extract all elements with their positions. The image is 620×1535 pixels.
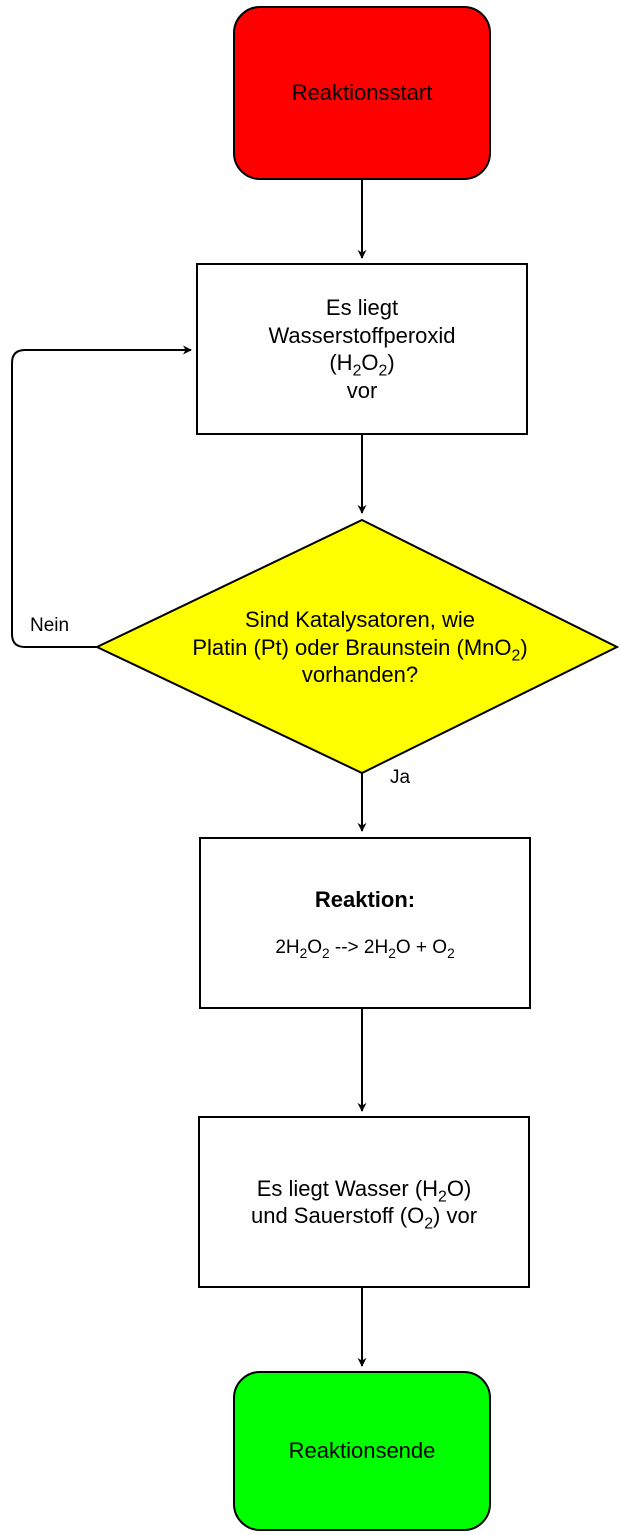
start-label-box: Reaktionsstart: [234, 7, 490, 179]
decision-line-3: vorhanden?: [301, 662, 419, 688]
decision-line-2: Platin (Pt) oder Braunstein (MnO2): [192, 634, 528, 665]
end-label: Reaktionsende: [288, 1438, 436, 1464]
reaction-equation: 2H2O2 --> 2H2O + O2: [275, 936, 454, 960]
reaction-eq-d: O + O: [395, 936, 448, 958]
products-node: [198, 1116, 530, 1288]
reaction-eq-sub2: 2: [322, 945, 330, 961]
h2o2-line-4: vor: [346, 377, 378, 403]
products-l1-b: O): [446, 1175, 472, 1201]
reaction-eq-a: 2H: [275, 936, 300, 958]
products-l2-sub: 2: [424, 1215, 434, 1233]
products-line-1: Es liegt Wasser (H2O): [256, 1175, 472, 1206]
edge-label-no: Nein: [30, 615, 70, 636]
h2o2-formula-close: ): [387, 350, 395, 375]
h2o2-formula-mid: O: [361, 350, 379, 375]
products-l2-b: ) vor: [433, 1203, 478, 1228]
decision-line-2-b: ): [520, 634, 528, 660]
end-label-box: Reaktionsende: [234, 1372, 490, 1530]
decision-line-2-a: Platin (Pt) oder Braunstein (MnO: [192, 634, 512, 660]
h2o2-formula: (H2O2): [329, 349, 395, 380]
start-node: [233, 6, 491, 180]
h2o2-node: [196, 263, 528, 435]
h2o2-text-box: Es liegt Wasserstoffperoxid (H2O2) vor: [197, 264, 527, 434]
decision-line-1: Sind Katalysatoren, wie: [245, 607, 475, 633]
h2o2-formula-sub1: 2: [352, 362, 362, 380]
reaction-text-box: Reaktion: 2H2O2 --> 2H2O + O2: [200, 838, 530, 1008]
edge-decision-no-loop: [11, 345, 192, 648]
products-text-box: Es liegt Wasser (H2O) und Sauerstoff (O2…: [199, 1117, 529, 1287]
reaction-eq-sub3: 2: [388, 945, 396, 961]
h2o2-line-1: Es liegt: [325, 295, 399, 320]
products-l1-a: Es liegt Wasser (H: [256, 1175, 439, 1201]
decision-text-box: Sind Katalysatoren, wie Platin (Pt) oder…: [110, 585, 610, 710]
reaction-eq-sub4: 2: [447, 945, 455, 961]
reaction-eq-sub1: 2: [299, 945, 308, 961]
h2o2-formula-sub2: 2: [378, 362, 388, 380]
reaction-eq-b: O: [307, 936, 323, 958]
reaction-title: Reaktion:: [314, 887, 416, 913]
products-l1-sub: 2: [438, 1188, 447, 1206]
decision-line-2-sub: 2: [511, 647, 521, 665]
h2o2-formula-open: (H: [329, 350, 353, 375]
edge-label-yes: Ja: [390, 767, 411, 788]
reaction-node: [199, 837, 531, 1009]
end-node: [233, 1371, 491, 1531]
products-l2-a: und Sauerstoff (O: [250, 1203, 425, 1228]
start-label: Reaktionsstart: [291, 80, 433, 106]
h2o2-line-2: Wasserstoffperoxid: [268, 322, 456, 348]
reaction-eq-c: --> 2H: [329, 936, 389, 958]
products-line-2: und Sauerstoff (O2) vor: [250, 1202, 478, 1233]
